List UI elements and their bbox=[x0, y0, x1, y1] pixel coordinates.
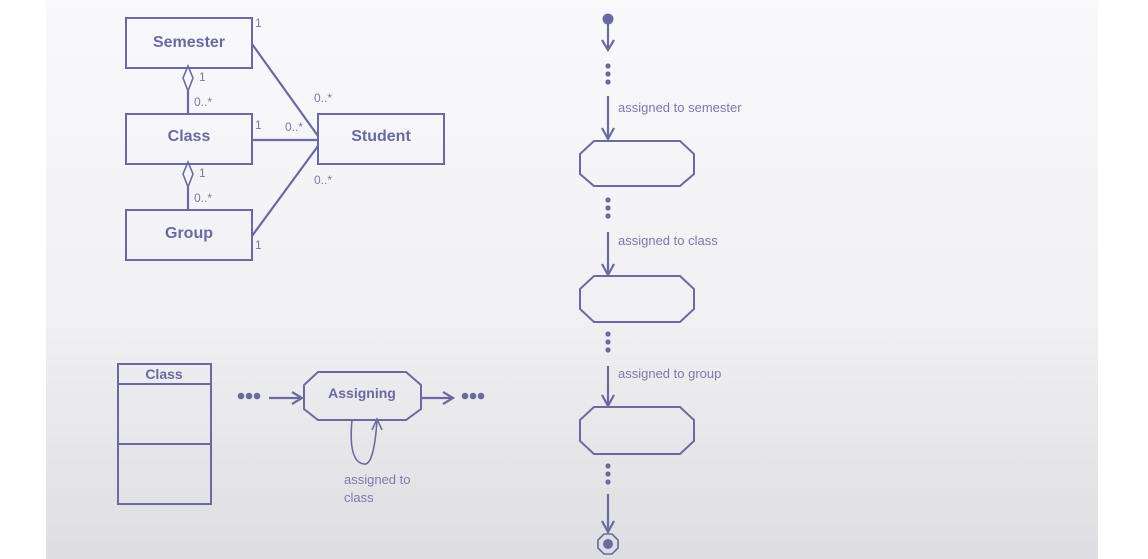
multiplicity-label: 1 bbox=[199, 166, 206, 180]
arrowhead-icon bbox=[442, 391, 456, 405]
ellipsis-dot bbox=[605, 471, 611, 477]
self-transition-label-line1: assigned to bbox=[344, 472, 411, 487]
multiplicity-label: 1 bbox=[199, 70, 206, 84]
final-state-icon bbox=[597, 533, 619, 555]
ellipsis-dot bbox=[605, 71, 611, 77]
self-transition bbox=[350, 419, 378, 465]
transition-label: assigned to semester bbox=[618, 100, 742, 115]
multiplicity-label: 1 bbox=[255, 16, 262, 30]
ellipsis-dot bbox=[605, 339, 611, 345]
ellipsis-dot bbox=[461, 392, 469, 400]
multiplicity-label: 0..* bbox=[194, 95, 212, 109]
class-name-group: Group bbox=[165, 225, 213, 242]
multiplicity-label: 1 bbox=[255, 118, 262, 132]
ellipsis-dot bbox=[605, 347, 611, 353]
arrowhead-icon bbox=[601, 520, 615, 535]
class-name-student: Student bbox=[351, 128, 411, 145]
ellipsis-dot bbox=[253, 392, 261, 400]
multiplicity-label: 0..* bbox=[314, 173, 332, 187]
ellipsis-dot bbox=[605, 479, 611, 485]
final-state-core bbox=[603, 539, 613, 549]
diagram-svg: Semester Class Group Student 1 0..* 1 0.… bbox=[117, 13, 742, 555]
assigning-state-section: Assigning assigned to class bbox=[237, 371, 485, 505]
lifecycle-state-3[interactable] bbox=[579, 406, 695, 455]
ellipsis-dot bbox=[237, 392, 245, 400]
ellipsis-dot bbox=[477, 392, 485, 400]
ellipsis-dot bbox=[605, 213, 611, 219]
class-box-semester[interactable]: Semester bbox=[125, 17, 253, 69]
transition-label: assigned to group bbox=[618, 366, 721, 381]
compartment-box-title: Class bbox=[145, 366, 183, 382]
lifecycle-state-machine: assigned to semester assigned to class a… bbox=[579, 13, 742, 555]
group-student-association bbox=[251, 145, 319, 237]
lifecycle-state-2[interactable] bbox=[579, 275, 695, 323]
state-assigning[interactable]: Assigning bbox=[303, 371, 422, 421]
class-box-class[interactable]: Class bbox=[125, 113, 253, 165]
ellipsis-dot bbox=[605, 331, 611, 337]
arrowhead-icon bbox=[601, 39, 615, 53]
class-compartment-box[interactable]: Class bbox=[117, 363, 212, 505]
class-name-class: Class bbox=[168, 128, 211, 145]
self-transition-label-line2: class bbox=[344, 490, 374, 505]
state-name: Assigning bbox=[328, 385, 396, 401]
class-name-semester: Semester bbox=[153, 34, 225, 51]
semester-student-association bbox=[251, 43, 319, 137]
ellipsis-dot bbox=[245, 392, 253, 400]
ellipsis-dot bbox=[605, 79, 611, 85]
multiplicity-label: 1 bbox=[255, 238, 262, 252]
class-box-student[interactable]: Student bbox=[317, 113, 445, 165]
aggregation-diamond-icon bbox=[182, 63, 194, 94]
multiplicity-label: 0..* bbox=[194, 191, 212, 205]
transition-label: assigned to class bbox=[618, 233, 718, 248]
lifecycle-state-1[interactable] bbox=[579, 140, 695, 187]
initial-state-icon bbox=[602, 13, 614, 25]
multiplicity-label: 0..* bbox=[314, 91, 332, 105]
multiplicity-label: 0..* bbox=[285, 120, 303, 134]
ellipsis-dot bbox=[605, 205, 611, 211]
arrowhead-icon bbox=[291, 391, 305, 405]
class-box-group[interactable]: Group bbox=[125, 209, 253, 261]
arrowhead-icon bbox=[601, 127, 615, 142]
ellipsis-dot bbox=[469, 392, 477, 400]
ellipsis-dot bbox=[605, 197, 611, 203]
aggregation-diamond-icon bbox=[182, 159, 194, 190]
diagram-canvas: Semester Class Group Student 1 0..* 1 0.… bbox=[46, 0, 1098, 559]
ellipsis-dot bbox=[605, 463, 611, 469]
arrowhead-icon bbox=[371, 417, 383, 431]
ellipsis-dot bbox=[605, 63, 611, 69]
class-diagram: Semester Class Group Student 1 0..* 1 0.… bbox=[125, 16, 445, 261]
